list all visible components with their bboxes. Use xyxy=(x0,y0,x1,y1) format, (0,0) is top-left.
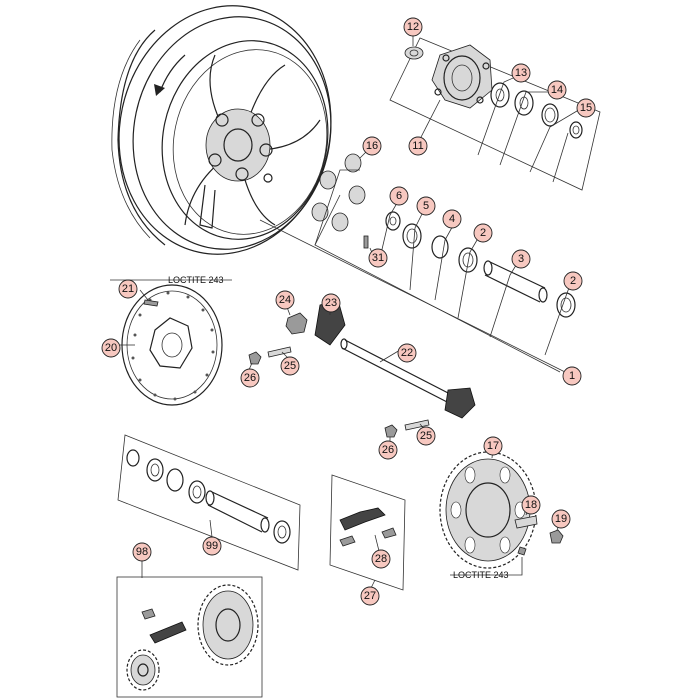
bearing-kit-99 xyxy=(117,434,301,571)
svg-text:6: 6 xyxy=(396,190,402,202)
svg-text:18: 18 xyxy=(525,499,537,511)
callout-26b: 26 xyxy=(378,440,398,460)
rear-wheel xyxy=(111,5,332,255)
svg-text:4: 4 xyxy=(449,213,455,225)
chain-28 xyxy=(329,474,406,591)
callout-98: 98 xyxy=(132,542,152,562)
svg-text:99: 99 xyxy=(206,540,218,552)
svg-text:17: 17 xyxy=(487,440,499,452)
callout-4: 4 xyxy=(442,209,462,229)
callout-6: 6 xyxy=(389,186,409,206)
callout-27: 27 xyxy=(360,586,380,606)
callout-22: 22 xyxy=(397,343,417,363)
callout-16: 16 xyxy=(362,136,382,156)
svg-text:2: 2 xyxy=(570,275,576,287)
callout-17: 17 xyxy=(483,436,503,456)
svg-text:25: 25 xyxy=(420,430,432,442)
callout-31: 31 xyxy=(368,248,388,268)
svg-text:20: 20 xyxy=(105,342,117,354)
svg-text:2: 2 xyxy=(480,227,486,239)
svg-text:24: 24 xyxy=(279,294,291,306)
loctite-note-disc: LOCTITE 243 xyxy=(168,275,224,285)
rotation-arrow-icon xyxy=(154,84,165,96)
svg-text:21: 21 xyxy=(122,283,134,295)
sprocket-carrier-group xyxy=(389,37,601,191)
loctite-note-sprocket: LOCTITE 243 xyxy=(453,570,509,580)
svg-text:12: 12 xyxy=(407,21,419,33)
svg-text:28: 28 xyxy=(375,553,387,565)
svg-text:13: 13 xyxy=(515,67,527,79)
svg-text:15: 15 xyxy=(580,102,592,114)
svg-text:26: 26 xyxy=(382,444,394,456)
rear-sprocket xyxy=(439,451,564,569)
svg-text:19: 19 xyxy=(555,513,567,525)
callout-23: 23 xyxy=(321,293,341,313)
callout-18: 18 xyxy=(521,495,541,515)
callout-2a: 2 xyxy=(473,223,493,243)
callouts: 1 2 2 3 4 5 6 11 12 13 14 15 16 17 18 19… xyxy=(101,17,596,606)
svg-text:26: 26 xyxy=(244,372,256,384)
svg-text:16: 16 xyxy=(366,140,378,152)
callout-2b: 2 xyxy=(563,271,583,291)
callout-1: 1 xyxy=(562,366,582,386)
brake-disc xyxy=(121,284,223,406)
callout-99: 99 xyxy=(202,536,222,556)
callout-14: 14 xyxy=(547,80,567,100)
svg-text:5: 5 xyxy=(423,200,429,212)
svg-text:22: 22 xyxy=(401,347,413,359)
svg-text:31: 31 xyxy=(372,252,384,264)
callout-21: 21 xyxy=(118,279,138,299)
svg-text:25: 25 xyxy=(284,360,296,372)
svg-text:1: 1 xyxy=(569,370,575,382)
callout-19: 19 xyxy=(551,509,571,529)
callout-25a: 25 xyxy=(280,356,300,376)
callout-26a: 26 xyxy=(240,368,260,388)
svg-text:98: 98 xyxy=(136,546,148,558)
callout-20: 20 xyxy=(101,338,121,358)
callout-24: 24 xyxy=(275,290,295,310)
callout-25b: 25 xyxy=(416,426,436,446)
callout-5: 5 xyxy=(416,196,436,216)
callout-28: 28 xyxy=(371,549,391,569)
svg-text:11: 11 xyxy=(412,140,423,152)
svg-text:23: 23 xyxy=(325,297,337,309)
axle-parts-row xyxy=(311,153,576,318)
callout-3: 3 xyxy=(511,249,531,269)
svg-text:14: 14 xyxy=(551,84,563,96)
kit-98 xyxy=(116,576,263,698)
callout-13: 13 xyxy=(511,63,531,83)
svg-text:27: 27 xyxy=(364,590,376,602)
svg-text:3: 3 xyxy=(518,253,524,265)
callout-12: 12 xyxy=(403,17,423,37)
callout-15: 15 xyxy=(576,98,596,118)
callout-11: 11 xyxy=(408,136,428,156)
